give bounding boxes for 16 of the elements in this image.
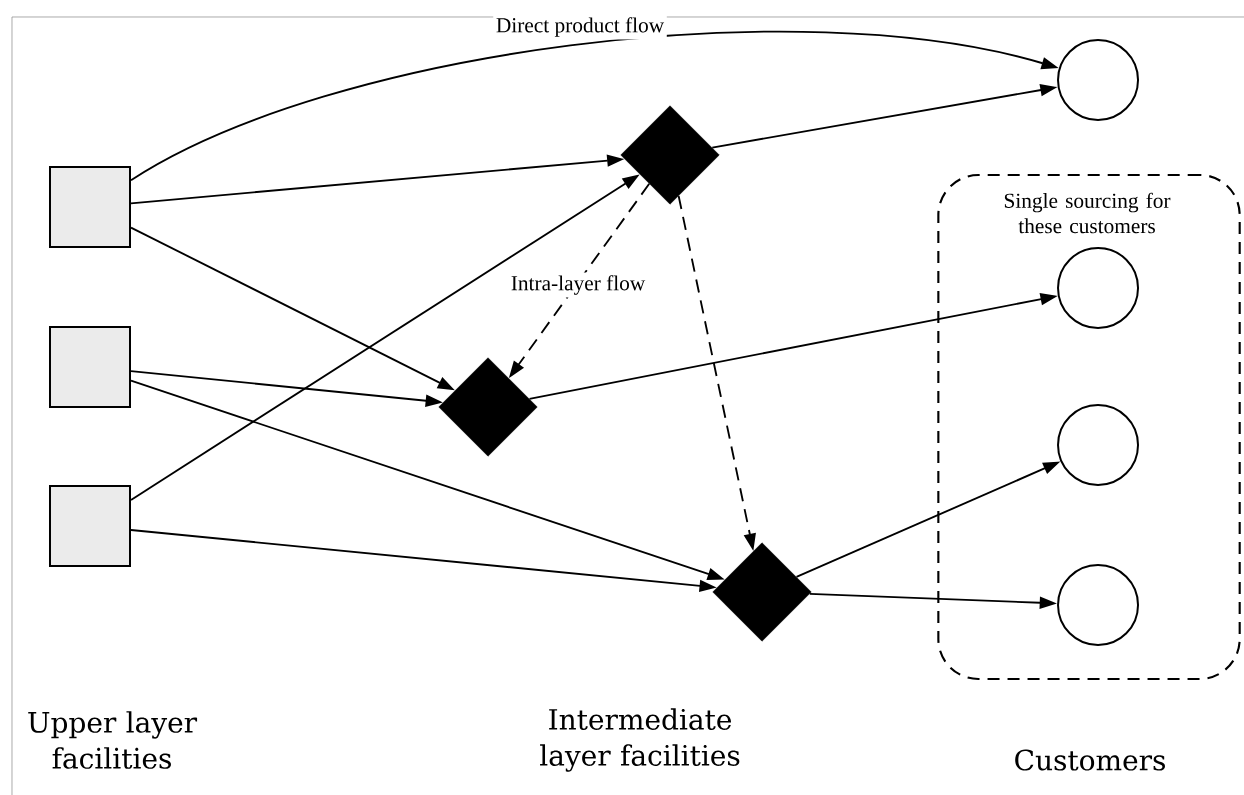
column-label: Upper layer facilities: [28, 711, 198, 769]
edge-label: Intra-layer flow: [508, 272, 648, 298]
circle-node: [1057, 247, 1139, 329]
square-node: [49, 485, 131, 567]
diamond-node: [712, 542, 812, 642]
circle-node: [1057, 39, 1139, 121]
square-node: [49, 326, 131, 408]
edge-label: Direct product flow: [493, 14, 667, 40]
diamond-node: [620, 105, 720, 205]
circle-node: [1057, 404, 1139, 486]
column-label: Customers: [1015, 749, 1165, 771]
circle-node: [1057, 564, 1139, 646]
square-node: [49, 166, 131, 248]
diamond-node: [438, 357, 538, 457]
dashed-region: Single sourcing for these customers: [937, 173, 1241, 681]
column-label: Intermediate layer facilities: [540, 708, 740, 772]
